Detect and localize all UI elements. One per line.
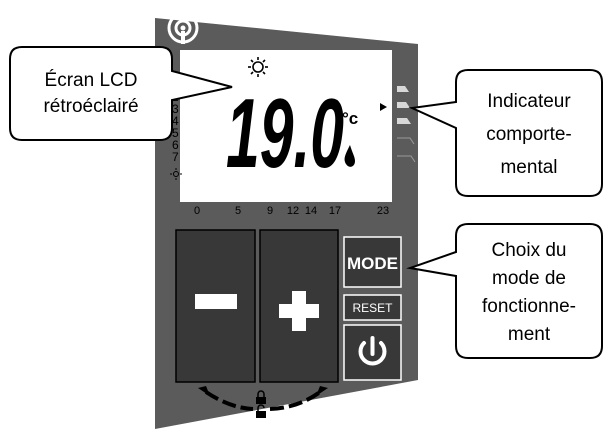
reset-button[interactable]: RESET — [343, 294, 402, 321]
minus-button[interactable] — [175, 229, 256, 383]
hour-tick: 14 — [305, 205, 317, 217]
callout-mode-line: Choix du — [492, 240, 567, 261]
lcd-screen — [180, 50, 392, 202]
hour-tick: 12 — [287, 205, 299, 217]
indicator-segment — [397, 155, 416, 163]
callout-mode-line: ment — [508, 324, 551, 345]
callout-lcd-screen — [9, 46, 233, 141]
callout-mode-choice — [406, 223, 603, 359]
callout-lcd-line: Écran LCD — [45, 70, 138, 91]
lock-icon — [256, 390, 266, 404]
hour-tick: 5 — [235, 205, 241, 217]
day-number: 5 — [172, 126, 179, 140]
humidity-drop-icon — [344, 145, 355, 167]
indicator-segment — [397, 137, 415, 145]
callout-mode-line: mode de — [492, 268, 566, 289]
mode-button[interactable]: MODE — [343, 236, 402, 288]
indicator-arrow-icon — [380, 103, 387, 111]
hour-tick: 9 — [267, 205, 273, 217]
unlock-icon — [256, 404, 266, 418]
callout-indicator-line: comporte- — [486, 124, 572, 145]
lcd-temperature: 19.0 — [226, 78, 344, 188]
power-button[interactable] — [343, 324, 402, 381]
lcd-unit: °c — [342, 109, 358, 128]
callout-lcd-line: rétroéclairé — [43, 96, 138, 117]
plus-icon — [279, 291, 319, 331]
reset-button-label: RESET — [352, 301, 393, 315]
hour-tick: 17 — [329, 205, 341, 217]
power-icon — [358, 336, 387, 366]
hour-tick: 23 — [377, 205, 389, 217]
callout-indicator-line: Indicateur — [487, 91, 571, 112]
hour-scale: 0 5 9 12 14 17 23 — [194, 205, 389, 217]
day-number: 4 — [172, 114, 179, 128]
comfort-sun-icon — [170, 168, 182, 180]
plus-button[interactable] — [259, 229, 339, 383]
mode-button-label: MODE — [347, 254, 398, 273]
day-number: 6 — [172, 138, 179, 152]
indicator-segment — [397, 102, 410, 108]
callout-indicator-line: mental — [500, 157, 557, 178]
behaviour-indicator-segments — [397, 86, 416, 163]
hour-tick: 0 — [194, 205, 200, 217]
indicator-segment — [397, 118, 411, 124]
callout-behaviour-indicator — [408, 69, 603, 197]
minus-icon — [195, 294, 237, 309]
day-number: 7 — [172, 150, 179, 164]
sun-icon — [248, 57, 268, 77]
day-number: 3 — [172, 102, 179, 116]
callout-mode-line: fonctionne- — [482, 296, 576, 317]
key-lock-indicator — [198, 386, 328, 411]
wireless-icon — [167, 12, 199, 44]
indicator-segment — [397, 86, 409, 92]
